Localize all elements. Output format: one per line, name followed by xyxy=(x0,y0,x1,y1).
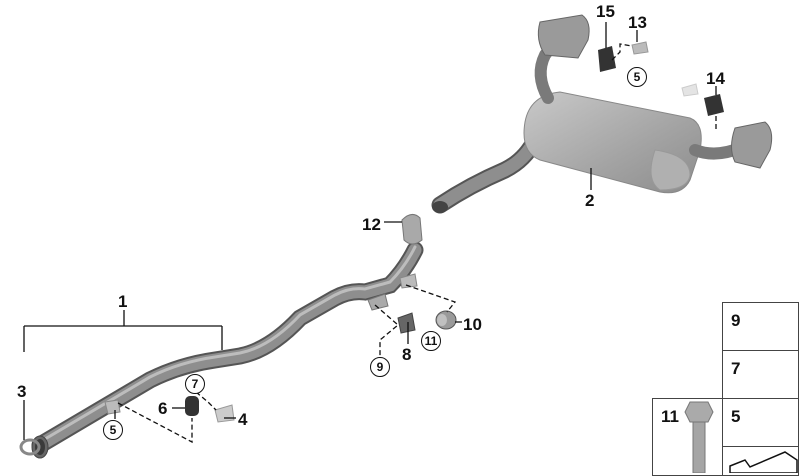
mid-pipe xyxy=(431,131,544,214)
callout-6: 6 xyxy=(158,399,168,418)
legend-cell-9: 9 xyxy=(722,302,799,351)
callout-1: 1 xyxy=(118,292,128,311)
rear-silencer xyxy=(523,14,773,194)
legend-label: 9 xyxy=(731,311,741,330)
circled-ref-5-bottom: 5 xyxy=(103,420,123,440)
callout-3: 3 xyxy=(17,382,27,401)
callout-10: 10 xyxy=(463,315,482,334)
legend-cell-5: 5 xyxy=(722,398,799,447)
leader-lines xyxy=(23,22,717,444)
circled-ref-9: 9 xyxy=(370,357,390,377)
callout-13: 13 xyxy=(628,13,647,32)
callout-4: 4 xyxy=(238,410,248,429)
legend-label: 11 xyxy=(661,407,679,426)
legend-cell-sheet-metal xyxy=(722,446,799,476)
callout-14: 14 xyxy=(706,69,725,88)
circled-ref-11: 11 xyxy=(421,331,441,351)
callout-2: 2 xyxy=(585,191,595,210)
front-pipe xyxy=(31,241,424,459)
callout-8: 8 xyxy=(402,345,412,364)
callout-15: 15 xyxy=(596,2,615,21)
small-parts xyxy=(19,41,724,456)
legend-cell-11: 11 xyxy=(652,398,723,476)
callout-12: 12 xyxy=(362,215,381,234)
legend-cell-7: 7 xyxy=(722,350,799,399)
legend-label: 5 xyxy=(731,407,741,426)
circled-ref-5-top: 5 xyxy=(627,67,647,87)
legend-label: 7 xyxy=(731,359,741,378)
circled-ref-7: 7 xyxy=(185,374,205,394)
